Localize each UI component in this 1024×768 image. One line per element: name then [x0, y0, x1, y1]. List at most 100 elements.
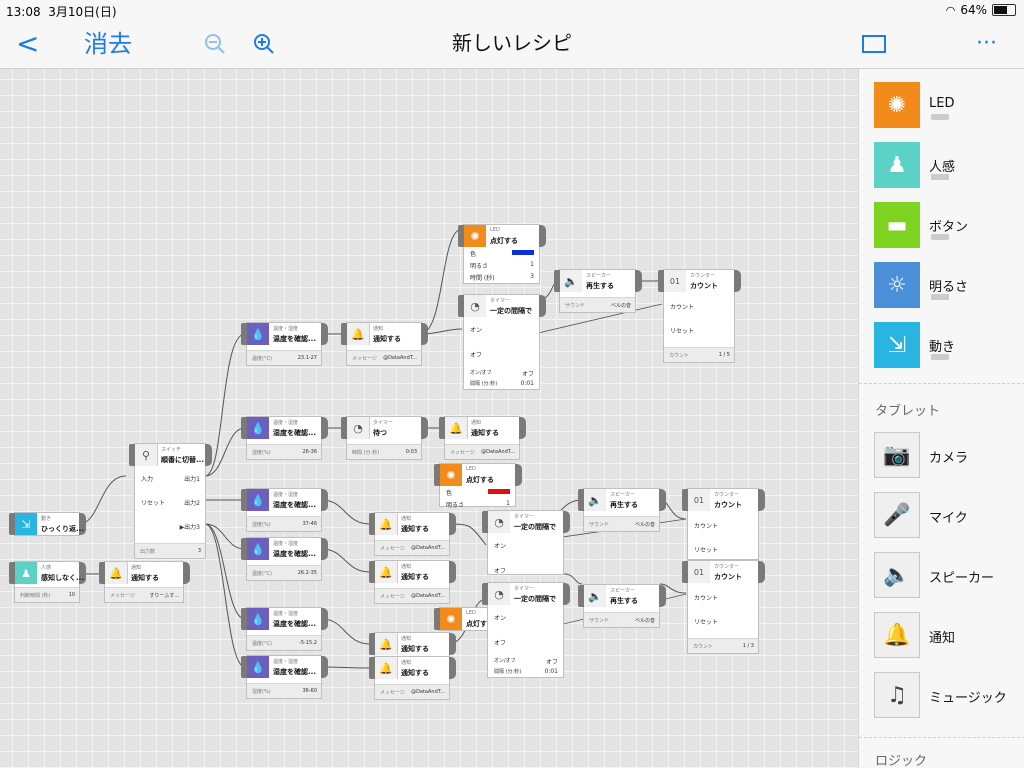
palette-item-4[interactable]: ⇲動き	[859, 320, 1024, 370]
node-parameter[interactable]: サウンドベルの音	[560, 297, 635, 312]
interval-timer-node[interactable]: ◔タイマー一定の間隔でオンオフ	[482, 510, 570, 575]
input-port[interactable]	[682, 489, 688, 511]
clear-button[interactable]: 消去	[84, 30, 132, 58]
node-parameter[interactable]: メッセージすりーふす...	[105, 587, 183, 602]
input-port[interactable]	[482, 583, 488, 605]
speaker-node[interactable]: 🔈スピーカー再生するサウンドベルの音	[578, 488, 666, 532]
node-parameter[interactable]: サウンドベルの音	[584, 516, 659, 531]
color-swatch[interactable]	[512, 250, 534, 255]
input-port[interactable]	[369, 513, 375, 535]
tablet-item-1[interactable]: 🎤マイク	[859, 490, 1024, 540]
node-parameter[interactable]: メッセージ@DataAndT...	[445, 444, 519, 459]
output-port[interactable]	[758, 489, 765, 511]
palette-item-0[interactable]: ✺LED	[859, 80, 1024, 130]
input-port[interactable]	[369, 657, 375, 679]
node-parameter[interactable]: 温度(°C)23.1-27	[247, 350, 321, 365]
n-t1-node[interactable]: 💧温度・湿度温度を確認...温度(°C)23.1-27	[241, 322, 328, 366]
output-port[interactable]	[449, 633, 456, 655]
output-port[interactable]	[421, 323, 428, 345]
input-port[interactable]	[241, 538, 247, 560]
interval-timer-node[interactable]: ◔タイマー一定の間隔でオンオフオン/オフオフ間隔 (分:秒)0:01	[458, 294, 546, 390]
input-port[interactable]	[241, 417, 247, 439]
more-button[interactable]: ···	[976, 31, 997, 56]
node-parameter[interactable]: 湿度(%)26-36	[247, 444, 321, 459]
recipe-canvas[interactable]: ⇲動きひっくり返... ♟人感感知しなく...判断時間 (秒)10 🔔通知通知するメ…	[0, 69, 858, 768]
input-port[interactable]	[658, 270, 664, 292]
node-parameter[interactable]: サウンドベルの音	[584, 612, 659, 627]
node-parameter[interactable]: メッセージ@DataAndT...	[375, 588, 449, 603]
output-port[interactable]	[183, 562, 190, 584]
output-port[interactable]	[321, 489, 328, 511]
input-port[interactable]	[241, 323, 247, 345]
speaker-node[interactable]: 🔈スピーカー再生するサウンドベルの音	[554, 269, 642, 313]
n-human-node[interactable]: ♟人感感知しなく...判断時間 (秒)10	[9, 561, 86, 603]
output-port[interactable]	[449, 561, 456, 583]
output-port[interactable]	[205, 444, 212, 466]
output-port[interactable]	[321, 323, 328, 345]
view-toggle-button[interactable]	[862, 34, 886, 58]
tablet-item-0[interactable]: 📷カメラ	[859, 430, 1024, 480]
output-port[interactable]	[563, 511, 570, 533]
output-port[interactable]	[659, 489, 666, 511]
input-port[interactable]	[241, 608, 247, 630]
input-port[interactable]	[9, 513, 15, 535]
node-parameter[interactable]: 湿度(%)36-60	[247, 683, 321, 698]
node-parameter[interactable]: 温度(°C)-5-15.2	[247, 635, 321, 650]
output-port[interactable]	[734, 270, 741, 292]
input-port[interactable]	[578, 585, 584, 607]
tablet-item-3[interactable]: 🔔通知	[859, 610, 1024, 660]
input-port[interactable]	[99, 562, 105, 584]
node-parameter[interactable]: メッセージ@DataAndT...	[375, 684, 449, 699]
input-port[interactable]	[241, 489, 247, 511]
zoom-out-button[interactable]	[203, 32, 227, 60]
output-port[interactable]	[563, 583, 570, 605]
input-port[interactable]	[682, 561, 688, 583]
input-port[interactable]	[129, 444, 135, 466]
n-t2-node[interactable]: 💧温度・湿度湿度を確認...湿度(%)26-36	[241, 416, 328, 460]
input-port[interactable]	[434, 608, 440, 630]
output-port[interactable]	[449, 657, 456, 679]
output-port[interactable]	[519, 417, 526, 439]
node-parameter[interactable]: 温度(°C)26.2-35	[247, 565, 321, 580]
output-port[interactable]	[79, 562, 86, 584]
n-notify-g-node[interactable]: 🔔通知通知するメッセージ@DataAndT...	[369, 656, 456, 700]
input-port[interactable]	[241, 656, 247, 678]
n-tilt-node[interactable]: ⇲動きひっくり返...	[9, 512, 86, 536]
output-port[interactable]	[515, 464, 522, 486]
node-parameter[interactable]: 湿度(%)37-46	[247, 516, 321, 531]
speaker-node[interactable]: 🔈スピーカー再生するサウンドベルの音	[578, 584, 666, 628]
input-port[interactable]	[439, 417, 445, 439]
node-parameter[interactable]: メッセージ@DataAndT...	[375, 540, 449, 555]
output-port[interactable]	[539, 295, 546, 317]
n-notify-a-node[interactable]: 🔔通知通知するメッセージすりーふす...	[99, 561, 190, 603]
palette-item-3[interactable]: ☼明るさ	[859, 260, 1024, 310]
zoom-in-button[interactable]	[252, 32, 276, 60]
node-parameter[interactable]: メッセージ@DataAndT...	[347, 350, 421, 365]
input-port[interactable]	[369, 633, 375, 655]
input-port[interactable]	[554, 270, 560, 292]
output-port[interactable]	[321, 417, 328, 439]
input-port[interactable]	[341, 417, 347, 439]
n-notify-c-node[interactable]: 🔔通知通知するメッセージ@DataAndT...	[439, 416, 526, 460]
input-port[interactable]	[578, 489, 584, 511]
n-t6-node[interactable]: 💧温度・湿度湿度を確認...湿度(%)36-60	[241, 655, 328, 699]
n-t4-node[interactable]: 💧温度・湿度温度を確認...温度(°C)26.2-35	[241, 537, 328, 581]
output-port[interactable]	[635, 270, 642, 292]
palette-item-2[interactable]: ▬ボタン	[859, 200, 1024, 250]
output-port[interactable]	[758, 561, 765, 583]
n-notify-b-node[interactable]: 🔔通知通知するメッセージ@DataAndT...	[341, 322, 428, 366]
output-port[interactable]	[321, 656, 328, 678]
n-notify-e-node[interactable]: 🔔通知通知するメッセージ@DataAndT...	[369, 560, 456, 604]
n-t5-node[interactable]: 💧温度・湿度温度を確認...温度(°C)-5-15.2	[241, 607, 328, 651]
n-t3-node[interactable]: 💧温度・湿度湿度を確認...湿度(%)37-46	[241, 488, 328, 532]
interval-timer-node[interactable]: ◔タイマー一定の間隔でオンオフオン/オフオフ間隔 (分:秒)0:01	[482, 582, 570, 678]
